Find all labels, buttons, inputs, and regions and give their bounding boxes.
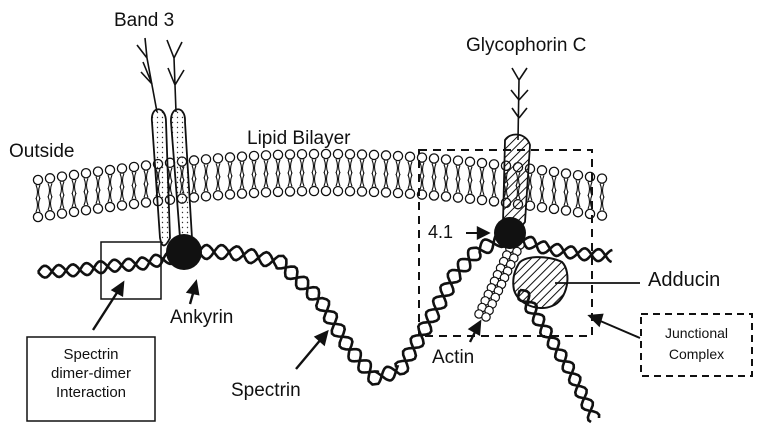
glycophorin-c-protein [503, 68, 530, 229]
spectrin-label: Spectrin [231, 381, 301, 400]
callout-line: dimer-dimer [27, 365, 155, 384]
spectrin-interaction-callout: Spectrin dimer-dimer Interaction [27, 346, 155, 402]
lipid-bilayer-label: Lipid Bilayer [247, 129, 351, 148]
protein-41-label: 4.1 [428, 223, 453, 241]
adducin-label: Adducin [648, 270, 720, 290]
band3-label: Band 3 [114, 11, 174, 30]
glycophorin-c-label: Glycophorin C [466, 36, 586, 55]
callout-line: Junctional [641, 323, 752, 344]
callout-line: Interaction [27, 384, 155, 403]
ankyrin-protein [166, 234, 202, 270]
actin-label: Actin [432, 348, 474, 367]
junctional-complex-callout: Junctional Complex [641, 323, 752, 365]
band3-protein [137, 38, 192, 246]
callout-line: Spectrin [27, 346, 155, 365]
callout-line: Complex [641, 344, 752, 365]
ankyrin-label: Ankyrin [170, 308, 233, 327]
protein-41 [494, 217, 526, 249]
outside-label: Outside [9, 142, 74, 161]
